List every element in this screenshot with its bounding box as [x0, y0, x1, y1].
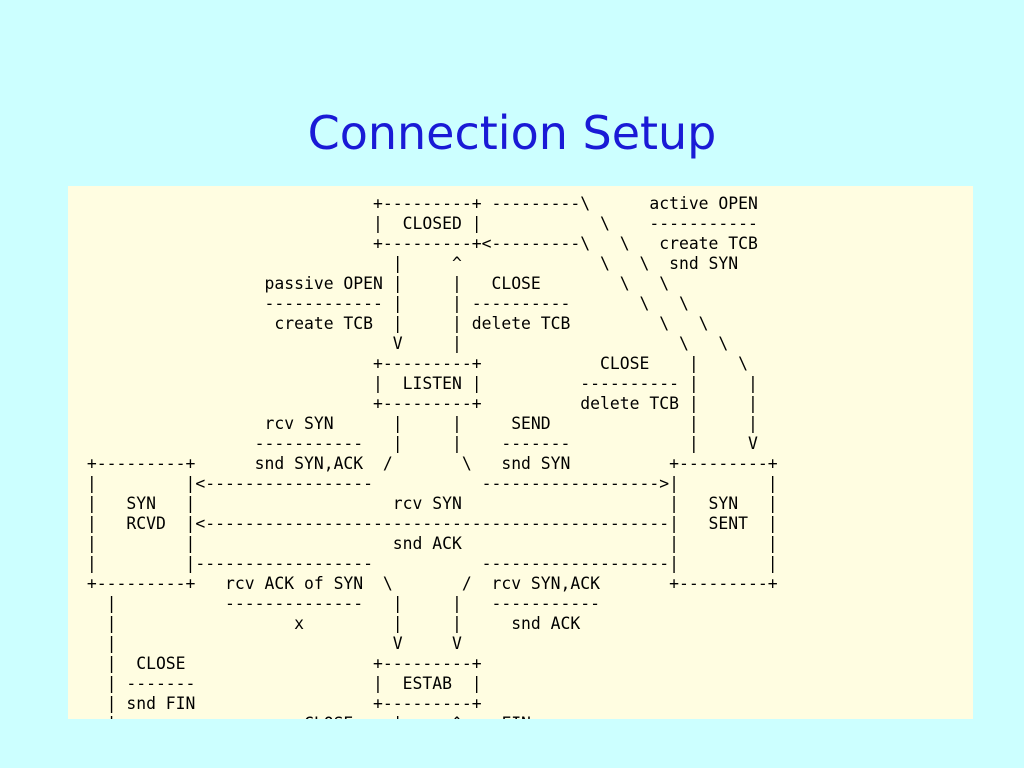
diagram-line: | |------------------ ------------------… [77, 554, 778, 573]
diagram-line: | | snd ACK | | [77, 534, 778, 553]
diagram-line: | LISTEN | ---------- | | [77, 374, 758, 393]
diagram-line: +---------+ CLOSE | \ [77, 354, 749, 373]
diagram-line: | RCVD |<-------------------------------… [77, 514, 778, 533]
diagram-line: | |<----------------- ------------------… [77, 474, 778, 493]
diagram-line: +---------+ ---------\ active OPEN [77, 194, 758, 213]
tcp-state-diagram: +---------+ ---------\ active OPEN | CLO… [68, 186, 973, 719]
diagram-line: | CLOSE +---------+ [77, 654, 482, 673]
diagram-line: V | \ \ [77, 334, 729, 353]
diagram-line: | CLOSED | \ ----------- [77, 214, 758, 233]
diagram-line: | CLOSE | ^ FIN [77, 714, 531, 719]
diagram-line: +---------+ delete TCB | | [77, 394, 758, 413]
diagram-line: create TCB | | delete TCB \ \ [77, 314, 709, 333]
diagram-line: +---------+<---------\ \ create TCB [77, 234, 758, 253]
diagram-line: | -------------- | | ----------- [77, 594, 601, 613]
diagram-line: ----------- | | ------- | V [77, 434, 758, 453]
ascii-state-diagram: +---------+ ---------\ active OPEN | CLO… [77, 194, 778, 719]
diagram-line: passive OPEN | | CLOSE \ \ [77, 274, 670, 293]
diagram-line: | V V [77, 634, 462, 653]
diagram-line: +---------+ rcv ACK of SYN \ / rcv SYN,A… [77, 574, 778, 593]
diagram-line: rcv SYN | | SEND | | [77, 414, 758, 433]
diagram-line: | ^ \ \ snd SYN [77, 254, 739, 273]
slide-title: Connection Setup [307, 106, 717, 160]
diagram-line: | snd FIN +---------+ [77, 694, 482, 713]
diagram-line: | SYN | rcv SYN | SYN | [77, 494, 778, 513]
diagram-line: ------------ | | ---------- \ \ [77, 294, 689, 313]
diagram-line: | ------- | ESTAB | [77, 674, 482, 693]
diagram-line: | x | | snd ACK [77, 614, 581, 633]
diagram-line: +---------+ snd SYN,ACK / \ snd SYN +---… [77, 454, 778, 473]
